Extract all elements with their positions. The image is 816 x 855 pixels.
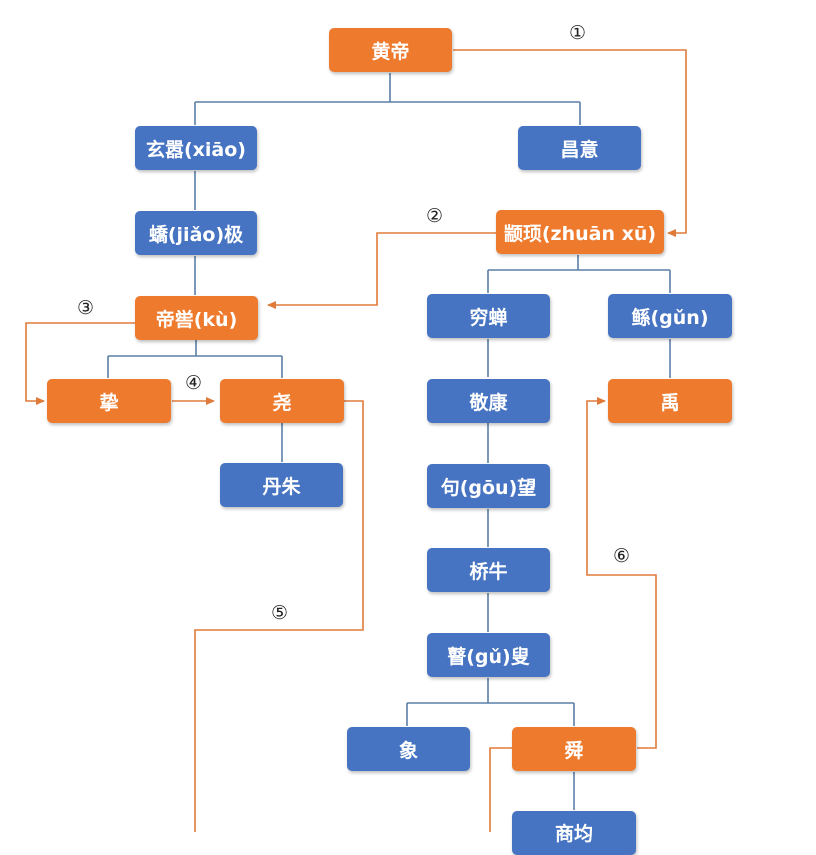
genealogy-diagram: 黄帝 玄嚣(xiāo) 昌意 蟜(jiǎo)极 颛顼(zhuān xū) 帝喾(…: [25, 22, 732, 855]
node-huangdi[interactable]: 黄帝: [329, 28, 452, 72]
marker-3: ③: [77, 297, 95, 319]
node-shangjun[interactable]: 商均: [512, 811, 636, 855]
node-zhuanxu[interactable]: 颛顼(zhuān xū): [496, 210, 664, 254]
node-diku[interactable]: 帝喾(kù): [135, 296, 258, 340]
marker-5: ⑤: [271, 602, 289, 624]
node-shun[interactable]: 舜: [512, 727, 636, 771]
node-yu[interactable]: 禹: [608, 379, 732, 423]
node-gun[interactable]: 鲧(gǔn): [608, 294, 732, 338]
marker-1: ①: [569, 22, 587, 44]
succession-arrows: [25, 49, 687, 832]
node-goumang[interactable]: 句(gōu)望: [427, 464, 550, 508]
tree-connectors: [107, 73, 671, 810]
marker-2: ②: [426, 205, 444, 227]
marker-4: ④: [185, 372, 203, 394]
node-yao[interactable]: 尧: [220, 379, 344, 423]
node-zhi[interactable]: 挚: [47, 379, 171, 423]
node-xiang[interactable]: 象: [347, 727, 470, 771]
node-jingkang[interactable]: 敬康: [427, 379, 550, 423]
node-jiaoji[interactable]: 蟜(jiǎo)极: [135, 211, 257, 255]
node-qiongchan[interactable]: 穷蝉: [427, 294, 550, 338]
marker-6: ⑥: [613, 545, 631, 567]
connector-lines: [25, 49, 687, 832]
node-xuanxiao[interactable]: 玄嚣(xiāo): [135, 126, 257, 170]
node-qiaoniu[interactable]: 桥牛: [427, 548, 550, 592]
node-changyi[interactable]: 昌意: [518, 126, 641, 170]
node-gusou[interactable]: 瞽(gǔ)叟: [427, 633, 550, 677]
node-danzhu[interactable]: 丹朱: [220, 463, 343, 507]
